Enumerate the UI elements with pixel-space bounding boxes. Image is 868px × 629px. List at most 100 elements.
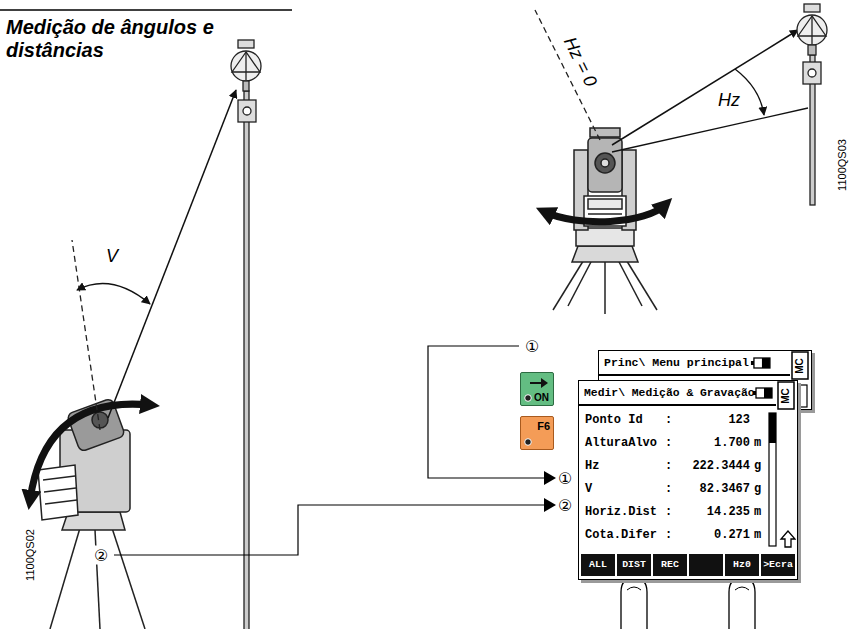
prism-pole-left	[243, 107, 251, 115]
leader-line	[428, 346, 544, 478]
field-value: 0.271	[714, 527, 750, 543]
field-name: Hz	[585, 458, 599, 474]
battery-icon	[764, 388, 772, 398]
total-station-top	[572, 246, 638, 262]
scroll-bar	[769, 413, 776, 546]
total-station-top	[588, 138, 622, 192]
prism-pole-top	[797, 15, 827, 45]
callout-number: ①	[524, 337, 540, 356]
prism-pole-left	[243, 81, 249, 91]
total-station-top	[618, 260, 642, 306]
rotation-arrow	[545, 205, 665, 222]
total-station-left	[112, 528, 145, 629]
shift-icon	[781, 531, 795, 547]
angle-reference-label: Hz = 0	[558, 32, 602, 92]
soft-key-label: Hz0	[725, 554, 759, 576]
total-station-top	[588, 213, 622, 215]
zenith-line	[72, 240, 100, 430]
separator: :	[665, 412, 672, 428]
finger	[729, 578, 755, 629]
prism-pole-left	[245, 52, 246, 80]
field-value: 82.3467	[700, 481, 750, 497]
direction-line	[612, 108, 808, 152]
prism-pole-top	[803, 62, 821, 84]
finger	[621, 578, 647, 629]
unit: g	[754, 458, 761, 474]
unit: g	[754, 481, 761, 497]
total-station-top	[568, 260, 592, 306]
field-value: 1.700	[714, 435, 750, 451]
leader-line	[114, 505, 544, 555]
screen-title: Medir\ Medição & Gravação	[584, 383, 755, 403]
leader-arrow	[544, 498, 556, 512]
soft-key: DIST	[617, 554, 651, 576]
separator: :	[665, 458, 672, 474]
prism-pole-top	[797, 4, 827, 205]
soft-key-label: ALL	[581, 554, 615, 576]
total-station-top	[601, 159, 609, 167]
prism-pole-top	[804, 4, 820, 12]
battery-icon	[762, 358, 770, 368]
scroll-bar	[800, 385, 807, 407]
mode-box	[792, 352, 808, 379]
soft-key: REC	[653, 554, 687, 576]
finger	[627, 587, 641, 590]
page-title: Medição de ângulos e distâncias	[6, 16, 268, 62]
soft-key: Hz0	[725, 554, 759, 576]
screen-graphics	[579, 381, 796, 578]
field-name: V	[585, 481, 592, 497]
figure-code: 1100QS02	[24, 528, 36, 582]
screen-title: Princ\ Menu principal	[604, 353, 749, 373]
prism-pole-left	[244, 91, 249, 629]
scroll-thumb	[769, 413, 776, 443]
key-label: F6	[537, 420, 550, 432]
title-bar-rule	[599, 374, 790, 376]
total-station-left	[50, 528, 80, 629]
prism-pole-top	[808, 69, 816, 77]
prism-pole-top	[811, 16, 812, 44]
unit: m	[754, 527, 761, 543]
finger	[735, 587, 749, 590]
soft-key-label: DIST	[617, 554, 651, 576]
field-value: 123	[728, 412, 750, 428]
total-station-left	[44, 488, 76, 492]
key-label: ON	[534, 392, 549, 404]
field-name: Cota.Difer	[585, 527, 657, 543]
field-name: Ponto Id	[585, 412, 643, 428]
callout-number: ①	[557, 469, 573, 488]
battery-icon	[756, 388, 772, 398]
soft-key: ALL	[581, 554, 615, 576]
soft-key-empty	[689, 554, 723, 576]
angle-label: Hz	[716, 90, 742, 111]
separator: :	[665, 481, 672, 497]
prism-pole-left	[238, 100, 256, 122]
total-station-top	[588, 199, 622, 209]
total-station-top	[595, 153, 615, 173]
soft-key-label: >Ecra	[761, 554, 795, 576]
title-bar-rule	[579, 404, 776, 406]
separator: :	[665, 435, 672, 451]
mode-label: MC	[794, 358, 806, 374]
unit: m	[754, 435, 761, 451]
prism-pole-left	[238, 40, 254, 48]
sight-line	[108, 90, 236, 418]
soft-key: >Ecra	[761, 554, 795, 576]
sight-line	[612, 30, 798, 145]
leader-arrow	[544, 471, 556, 485]
title-rule	[0, 9, 292, 11]
soft-key-label: REC	[653, 554, 687, 576]
angle-label: V	[104, 246, 120, 267]
key-dot	[525, 395, 532, 402]
callout-number: ②	[557, 496, 573, 515]
field-value: 222.3444	[692, 458, 750, 474]
on-key: ON	[520, 372, 554, 406]
total-station-left	[38, 465, 78, 520]
mode-box	[778, 382, 794, 409]
separator: :	[665, 504, 672, 520]
mode-label: MC	[780, 388, 792, 404]
separator: :	[665, 527, 672, 543]
key-dot	[525, 439, 532, 446]
unit: m	[754, 504, 761, 520]
battery-icon	[751, 361, 754, 365]
